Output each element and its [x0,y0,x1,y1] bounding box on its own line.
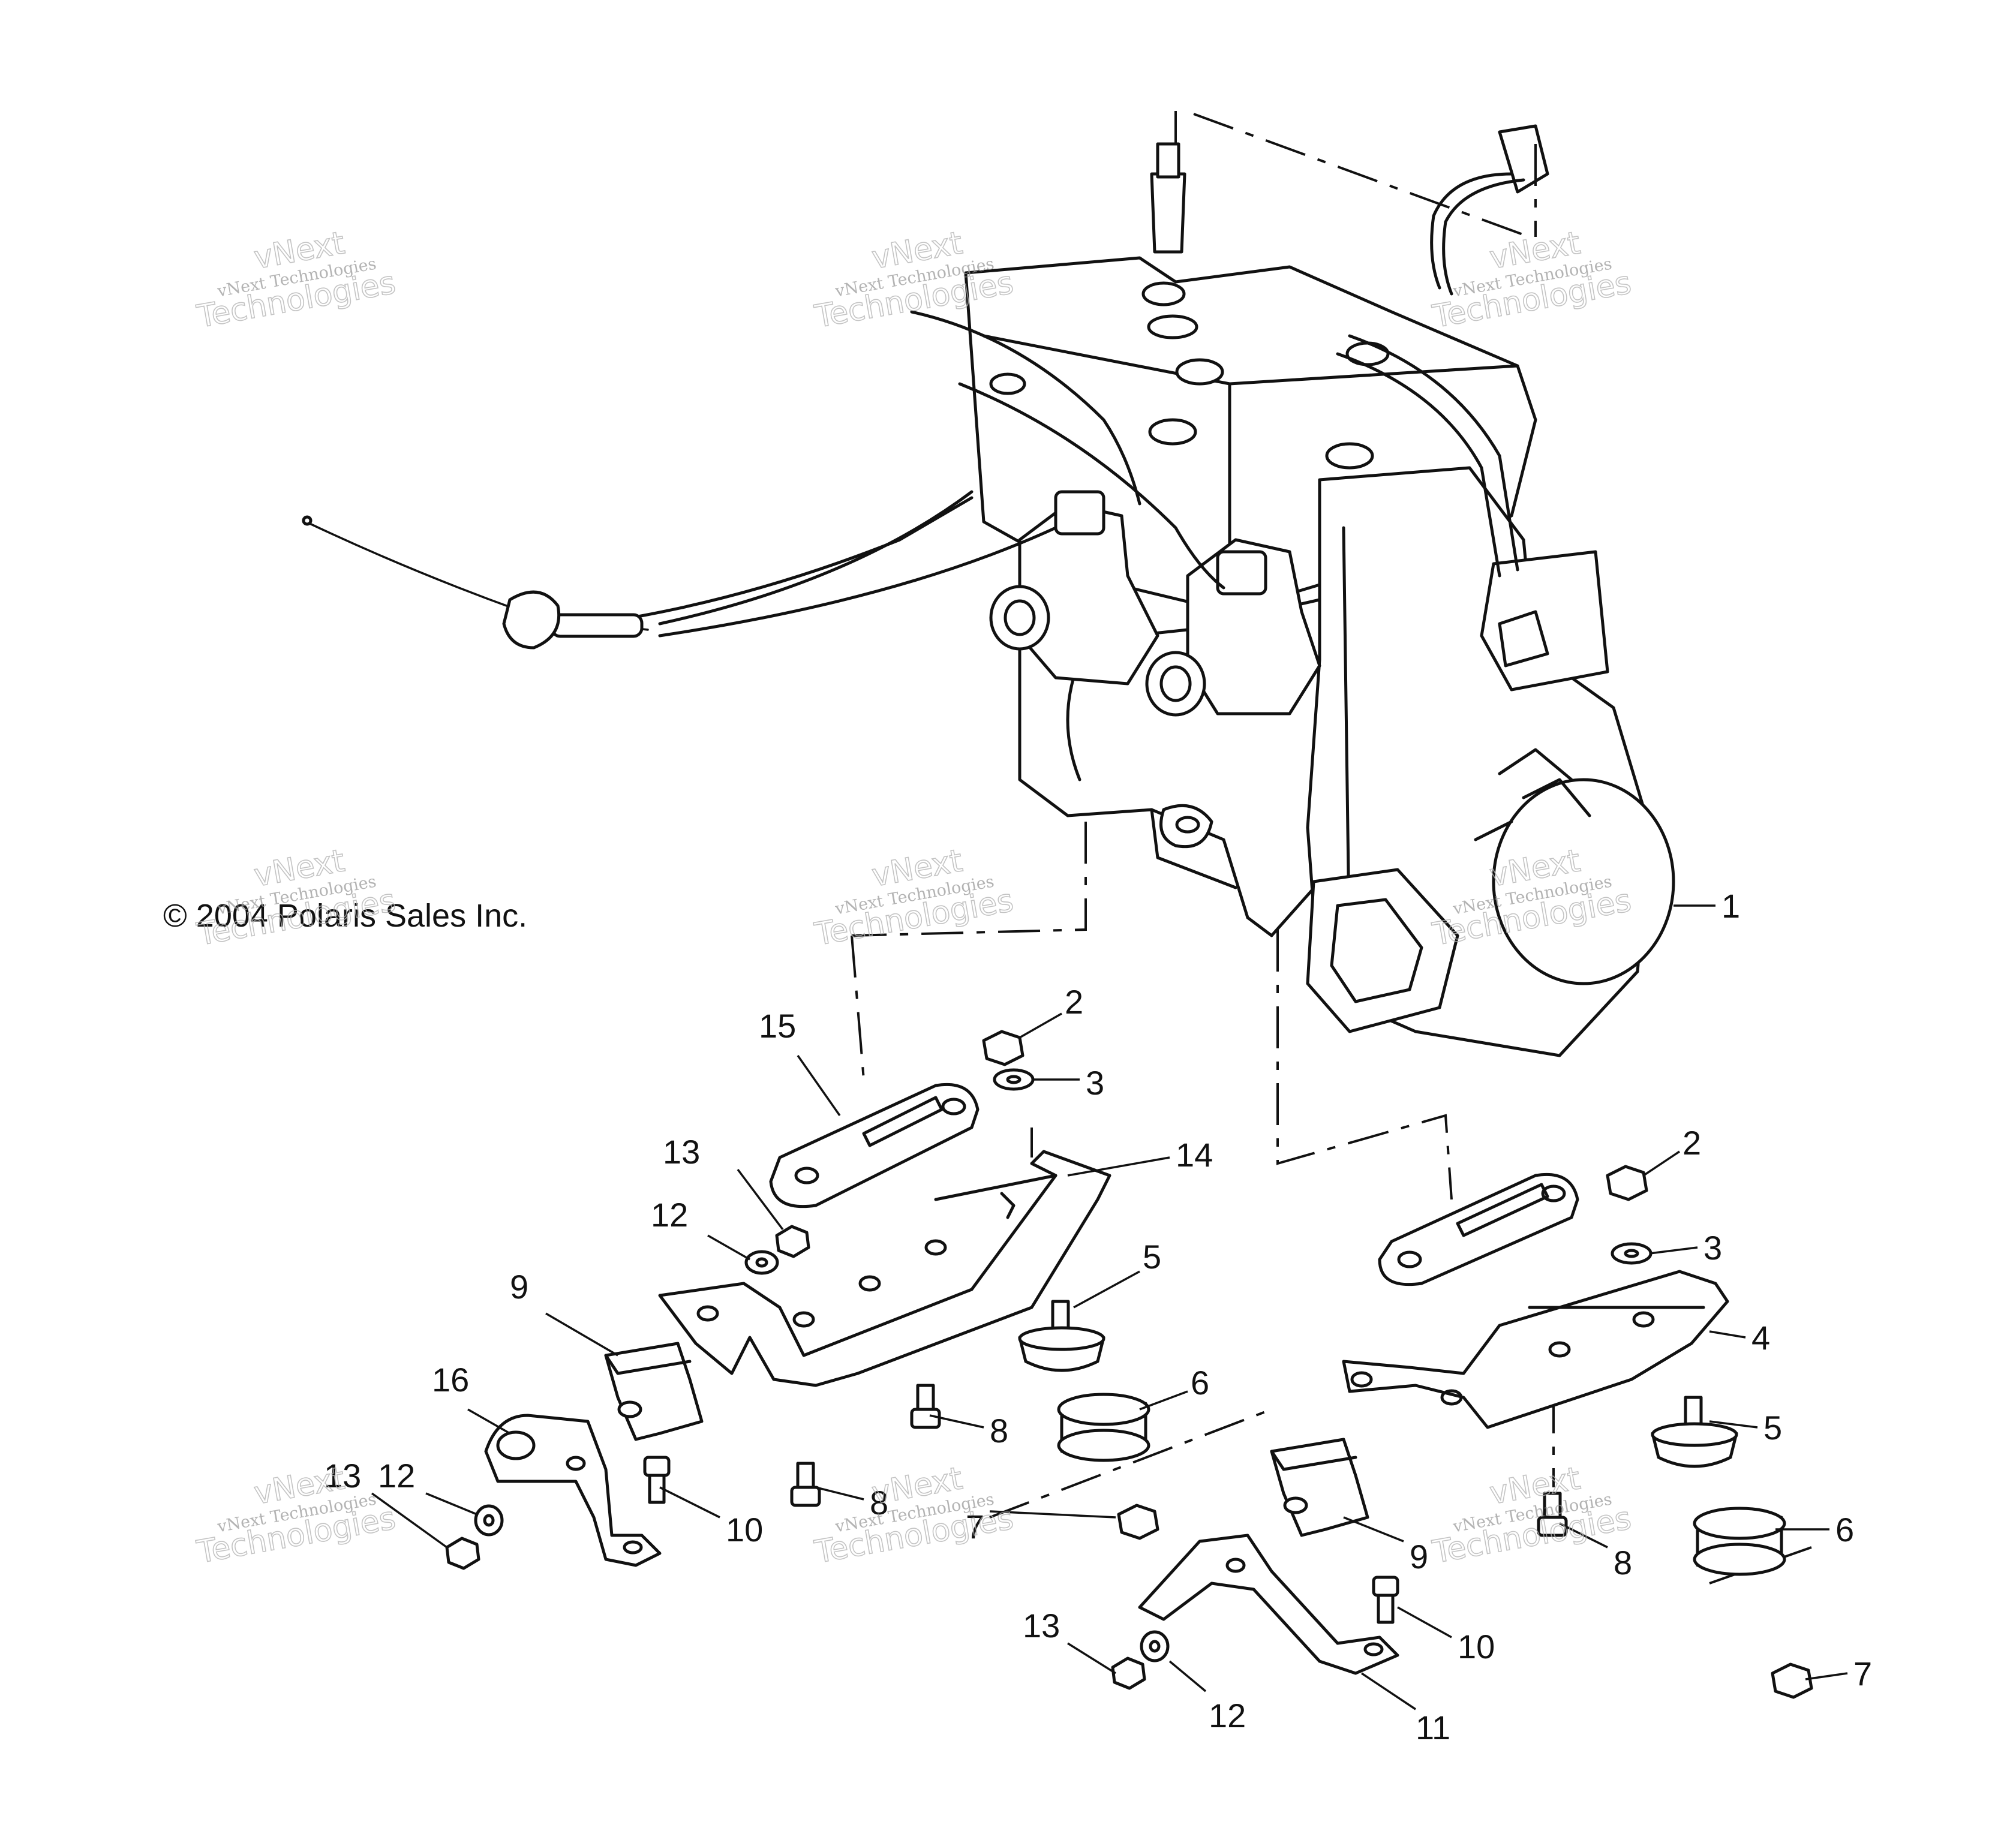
callout-7: 7 [1853,1655,1872,1692]
callout-16: 16 [432,1361,469,1399]
callout-9: 9 [510,1268,528,1306]
mounting-parts [445,1030,1813,1699]
callout-7: 7 [966,1508,984,1546]
callout-10: 10 [726,1511,763,1549]
leader-lines [371,904,1848,1710]
callout-12: 12 [1209,1697,1246,1734]
callout-13: 13 [663,1133,700,1171]
callout-8: 8 [870,1484,888,1522]
callout-13: 13 [1023,1607,1060,1644]
watermark: vNext vNext Technologies Technologies [194,225,399,336]
assembly-lines [851,111,1812,1585]
callout-12: 12 [378,1457,415,1495]
callout-3: 3 [1703,1229,1722,1267]
callout-6: 6 [1835,1511,1854,1549]
callout-13: 13 [324,1457,361,1495]
engine-assembly [302,124,1675,1057]
watermark: vNext vNext Technologies Technologies [812,843,1017,954]
callout-1: 1 [1721,887,1740,925]
watermark: vNext vNext Technologies Technologies [194,1460,399,1571]
watermark: vNext vNext Technologies Technologies [194,843,399,954]
callout-15: 15 [759,1007,796,1045]
callout-numbers: 1 2 2 3 3 4 5 5 6 6 7 7 8 8 8 9 9 10 10 … [324,887,1872,1746]
callout-11: 11 [1416,1709,1450,1746]
callout-5: 5 [1763,1409,1782,1447]
watermark: vNext vNext Technologies Technologies [812,1460,1017,1571]
callout-8: 8 [1614,1544,1632,1582]
callout-5: 5 [1143,1238,1161,1276]
callout-6: 6 [1191,1364,1209,1402]
rubber-mount-left [1018,1300,1105,1372]
callout-2: 2 [1065,983,1083,1021]
watermark: vNext vNext Technologies Technologies [1429,1460,1635,1571]
callout-10: 10 [1458,1628,1495,1665]
callout-14: 14 [1176,1136,1213,1174]
callout-8: 8 [990,1412,1008,1450]
callout-9: 9 [1410,1538,1428,1576]
callout-12: 12 [651,1196,688,1234]
watermark: vNext vNext Technologies Technologies [1429,225,1635,336]
callout-4: 4 [1751,1319,1770,1357]
callout-3: 3 [1086,1064,1104,1102]
callout-2: 2 [1682,1124,1701,1162]
copyright-text: © 2004 Polaris Sales Inc. [163,898,527,934]
rubber-mount-right [1651,1396,1738,1468]
